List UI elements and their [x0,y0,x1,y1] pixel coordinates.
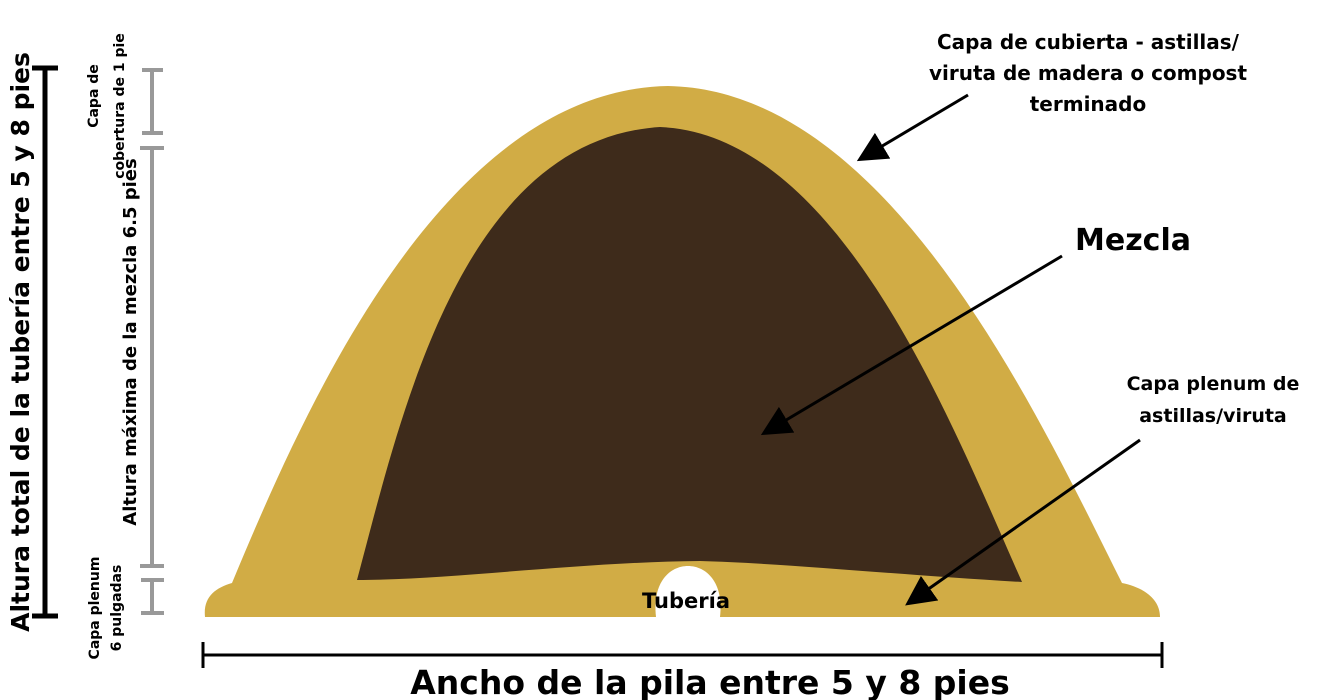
mix-core-shape [357,127,1022,582]
svg-text:astillas/viruta: astillas/viruta [1139,405,1287,427]
arrow-plenum-layer [905,438,1141,606]
total-height-dimension [32,65,58,619]
pipe-shape [655,566,721,617]
mix-label: Mezcla [1075,223,1191,258]
svg-text:Capa de: Capa de [86,64,102,128]
svg-text:Capa de cubierta - astillas/: Capa de cubierta - astillas/ [937,30,1240,54]
plenum-height-label: Capa plenum 6 pulgadas [87,557,125,660]
pipe-label: Tubería [642,589,730,613]
svg-text:Capa plenum: Capa plenum [87,557,103,660]
cover-height-dimension [142,68,163,135]
svg-text:terminado: terminado [1030,92,1146,116]
mix-height-dimension [140,146,164,568]
arrow-cover-layer [856,93,969,162]
plenum-layer-label: Capa plenum de astillas/viruta [1127,373,1300,427]
svg-text:6 pulgadas: 6 pulgadas [109,565,125,652]
arrow-mix [760,254,1063,436]
cover-layer-label: Capa de cubierta - astillas/ viruta de m… [929,30,1247,116]
svg-text:Capa plenum de: Capa plenum de [1127,373,1300,395]
mix-height-label: Altura máxima de la mezcla 6.5 pies [120,158,141,525]
width-label: Ancho de la pila entre 5 y 8 pies [410,663,1009,700]
svg-text:viruta de madera o compost: viruta de madera o compost [929,61,1247,85]
total-height-label: Altura total de la tubería entre 5 y 8 p… [6,52,35,632]
cover-height-label: Capa de cobertura de 1 pie [86,33,128,179]
width-dimension [201,642,1164,668]
plenum-height-dimension [141,578,164,615]
svg-text:cobertura de 1 pie: cobertura de 1 pie [112,33,128,179]
